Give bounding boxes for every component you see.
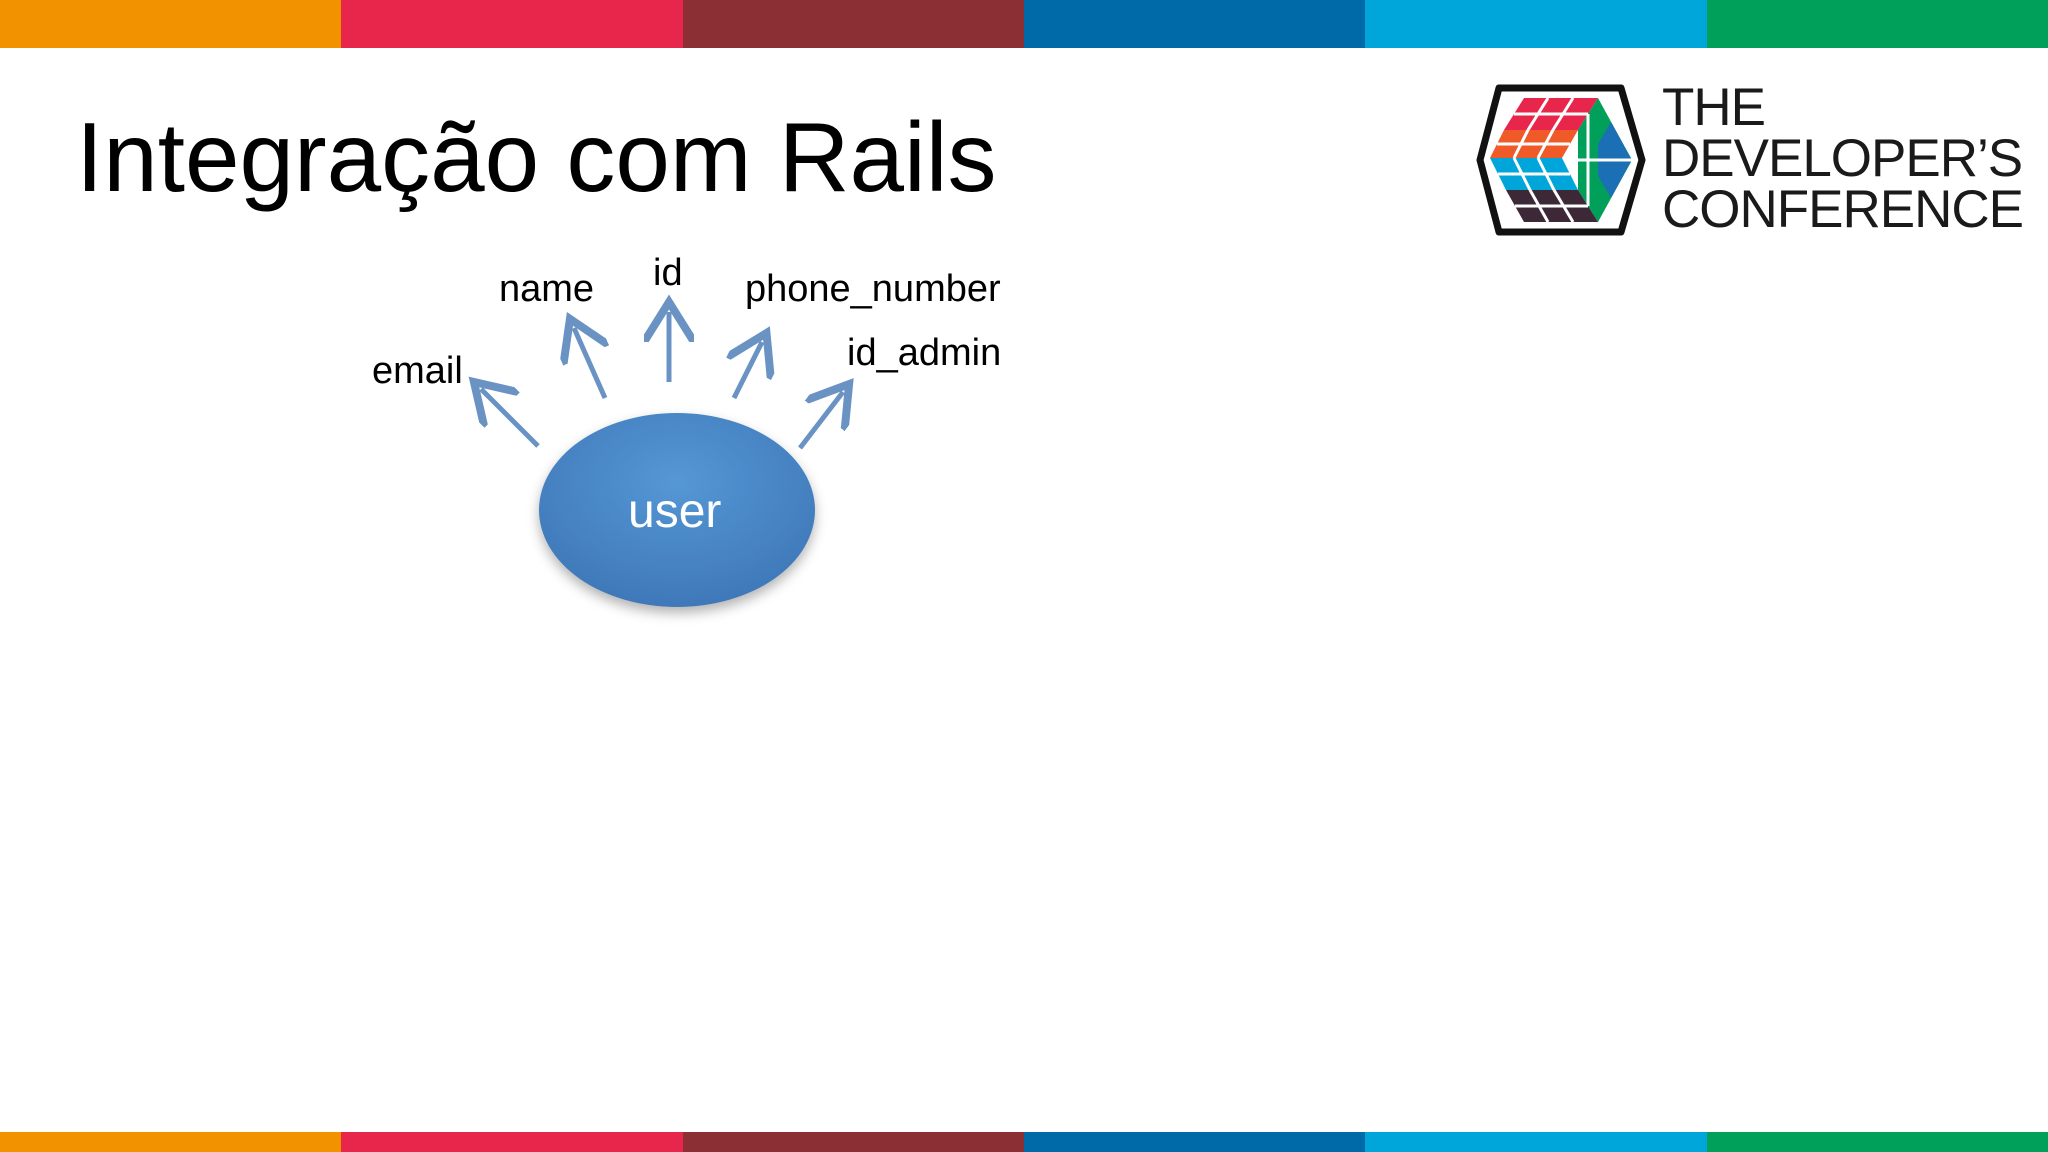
arrow-name — [574, 328, 605, 400]
stripe-orange — [0, 0, 342, 48]
stripe-orange — [0, 1132, 342, 1152]
stripe-maroon — [682, 0, 1024, 48]
arrow-phone-number — [734, 342, 762, 400]
logo-wordmark: THE DEVELOPER’S CONFERENCE — [1662, 78, 2024, 239]
bottom-color-stripe — [0, 1132, 2048, 1152]
stripe-cyan — [1365, 0, 1707, 48]
user-entity-label: user — [628, 485, 722, 538]
arrow-email — [481, 389, 540, 448]
attribute-phone-number: phone_number — [745, 268, 1001, 310]
cube-logo-icon — [1476, 84, 1646, 236]
attribute-name: name — [499, 268, 595, 310]
stripe-cyan — [1365, 1132, 1707, 1152]
attribute-email: email — [372, 350, 463, 392]
attribute-arrows — [481, 312, 843, 450]
stripe-red — [341, 1132, 683, 1152]
slide-title: Integração com Rails — [76, 102, 997, 212]
stripe-red — [341, 0, 683, 48]
attribute-id: id — [653, 252, 683, 294]
stripe-green — [1706, 1132, 2048, 1152]
logo-line-the: THE — [1662, 78, 1766, 137]
stripe-green — [1706, 0, 2048, 48]
stripe-blue — [1023, 0, 1366, 48]
user-entity-ellipse — [539, 413, 815, 607]
arrow-id-admin — [798, 392, 843, 450]
logo-line-developers: DEVELOPER’S — [1662, 129, 2023, 188]
logo-line-conference: CONFERENCE — [1662, 180, 2024, 239]
top-color-stripe — [0, 0, 2048, 48]
stripe-maroon — [682, 1132, 1024, 1152]
attribute-id-admin: id_admin — [847, 332, 1002, 374]
stripe-blue — [1023, 1132, 1366, 1152]
conference-logo: THE DEVELOPER’S CONFERENCE — [1476, 80, 2024, 240]
